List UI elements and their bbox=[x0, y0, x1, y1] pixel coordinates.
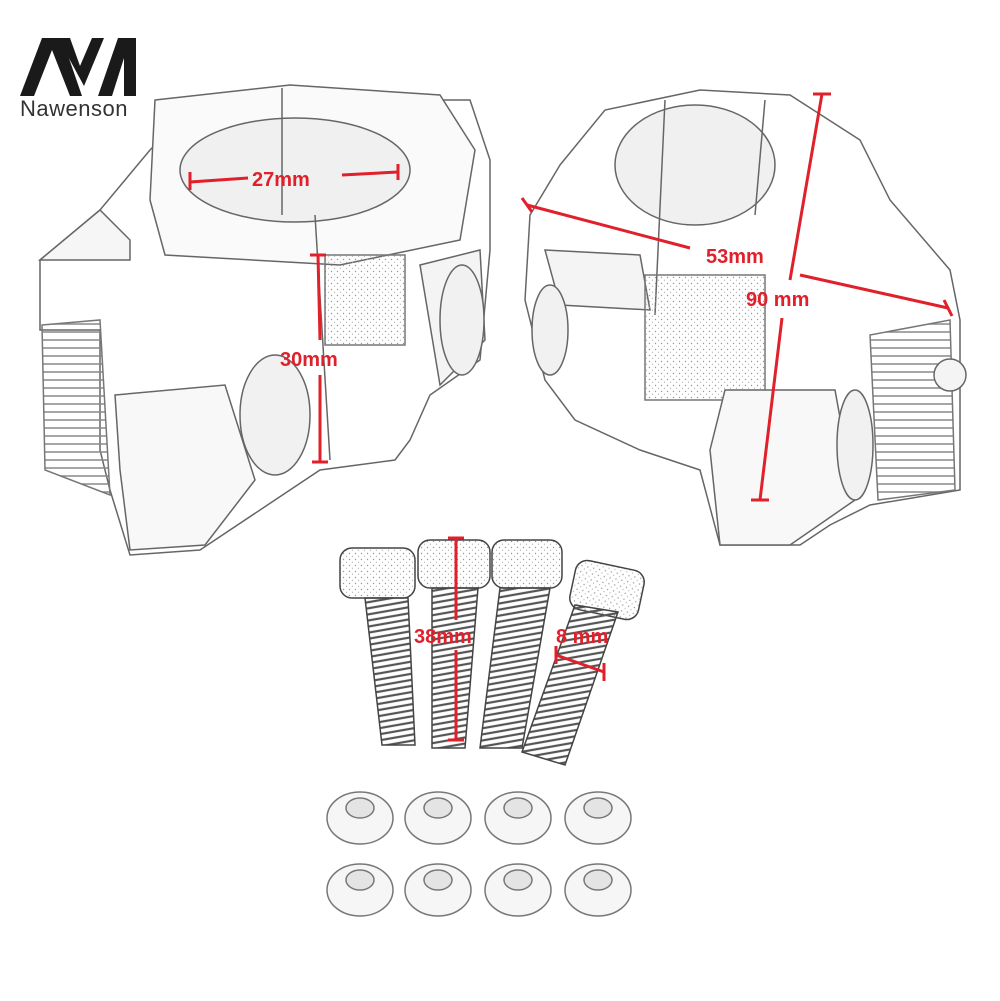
nawenson-logo-icon bbox=[20, 28, 140, 101]
dim-line-bolt-diameter bbox=[555, 653, 605, 674]
dim-line-bore-right bbox=[341, 170, 399, 177]
width-label: 53mm bbox=[706, 246, 764, 268]
dim-line-height-top bbox=[316, 254, 322, 341]
height-label: 30mm bbox=[280, 349, 338, 371]
dim-line-length-bottom bbox=[758, 317, 784, 501]
washer-7 bbox=[484, 863, 552, 917]
bolt-2 bbox=[417, 539, 491, 749]
washer-5 bbox=[326, 863, 394, 917]
bolt-length-label: 38mm bbox=[414, 626, 472, 648]
washers bbox=[326, 791, 632, 917]
brand-name: Nawenson bbox=[20, 96, 128, 121]
washer-3 bbox=[484, 791, 552, 845]
bolt-1 bbox=[339, 547, 416, 746]
left-riser bbox=[37, 84, 491, 556]
washer-6 bbox=[404, 863, 472, 917]
dim-line-width-right bbox=[799, 273, 949, 310]
dimension-lines bbox=[188, 92, 954, 742]
right-riser bbox=[524, 89, 967, 546]
dim-line-bore-left bbox=[189, 176, 249, 184]
washer-1 bbox=[326, 791, 394, 845]
bolt-diameter-label: 8 mm bbox=[556, 626, 608, 648]
washer-2 bbox=[404, 791, 472, 845]
washer-4 bbox=[564, 791, 632, 845]
length-label: 90 mm bbox=[746, 289, 809, 311]
bolt-3 bbox=[479, 539, 563, 749]
dim-line-length-top bbox=[788, 93, 824, 281]
dim-line-width-left bbox=[526, 203, 691, 250]
washer-8 bbox=[564, 863, 632, 917]
bolt-4 bbox=[521, 559, 645, 766]
bore-diameter-label: 27mm bbox=[252, 169, 310, 191]
